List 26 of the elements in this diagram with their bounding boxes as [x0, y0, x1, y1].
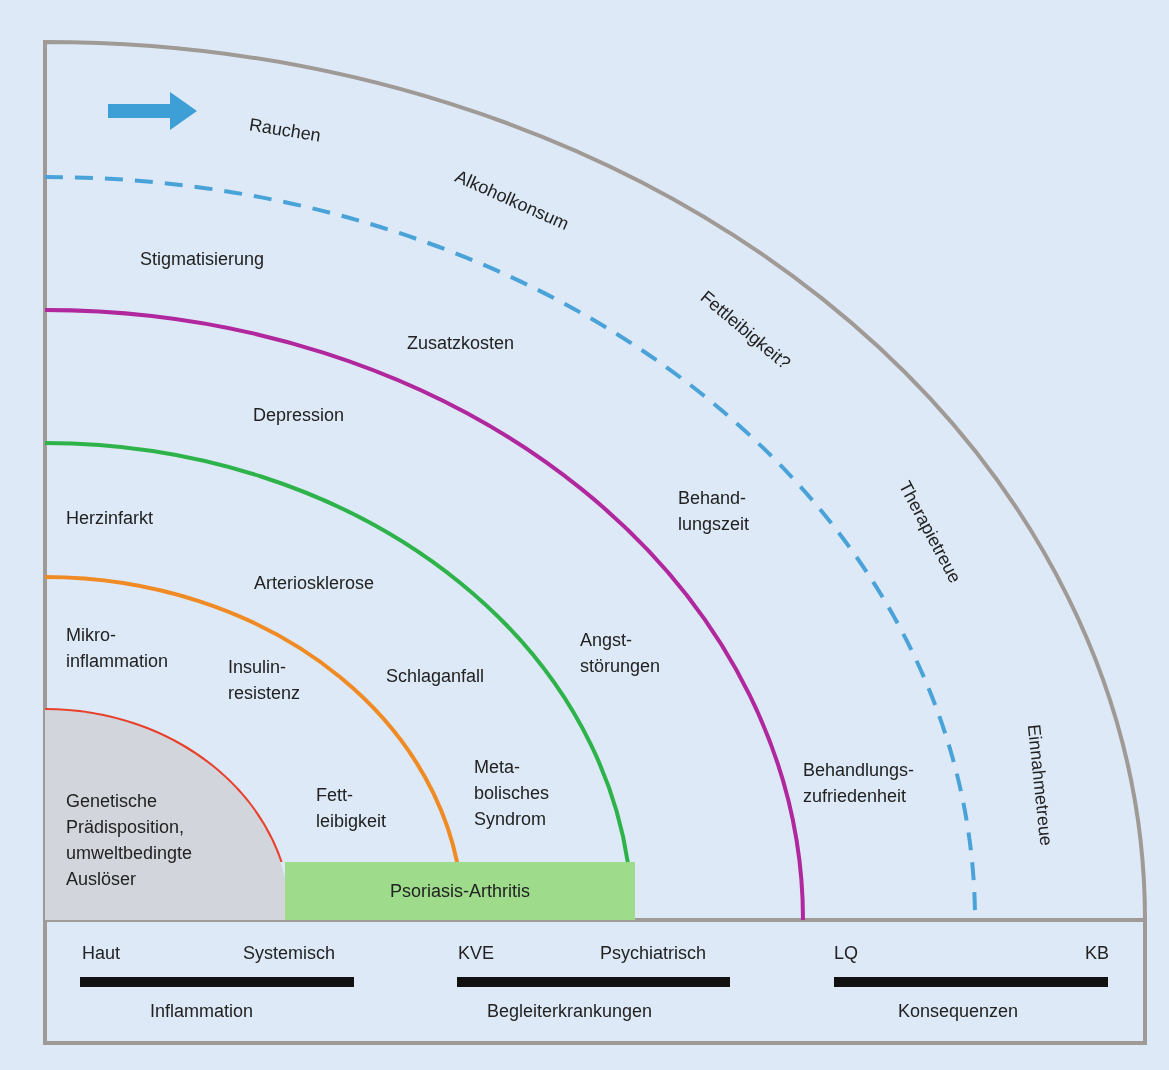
axis-end-label: Haut: [82, 942, 121, 965]
ring-label: Fett- leibigkeit: [316, 784, 388, 833]
category-label: Begleiterkrankungen: [487, 1000, 653, 1023]
axis-end-label: KVE: [458, 942, 495, 965]
ring-label: Mikro- inflammation: [66, 624, 170, 673]
ring-label: Zusatzkosten: [407, 332, 515, 355]
ring-label: Meta- bolisches Syndrom: [474, 756, 551, 831]
ring-label: Arteriosklerose: [254, 572, 375, 595]
band: Psoriasis-Arthritis: [285, 862, 635, 920]
axis-end-label: Psychiatrisch: [600, 942, 707, 965]
axis-end-label: KB: [1085, 942, 1109, 965]
ring-label: Angst- störungen: [580, 629, 662, 678]
ring-label: Rauchen: [247, 113, 323, 148]
ring-label: Insulin- resistenz: [228, 656, 302, 705]
ring-label: Behandlungs- zufriedenheit: [803, 759, 916, 808]
axis-end-label: Systemisch: [243, 942, 336, 965]
category-label: Konsequenzen: [898, 1000, 1019, 1023]
ring-label: Depression: [253, 404, 345, 427]
category-label: Inflammation: [150, 1000, 254, 1023]
node-label: Genetische Prädisposition, umweltbedingte Auslöser: [66, 790, 194, 891]
ring-label: Stigmatisierung: [140, 248, 265, 271]
axis-end-label: LQ: [834, 942, 858, 965]
ring-label: Herzinfarkt: [66, 507, 154, 530]
ring-label: Schlaganfall: [386, 665, 485, 688]
ring-label: Behand- lungszeit: [678, 487, 751, 536]
ring-label: Einnahmetreue: [1022, 722, 1058, 848]
